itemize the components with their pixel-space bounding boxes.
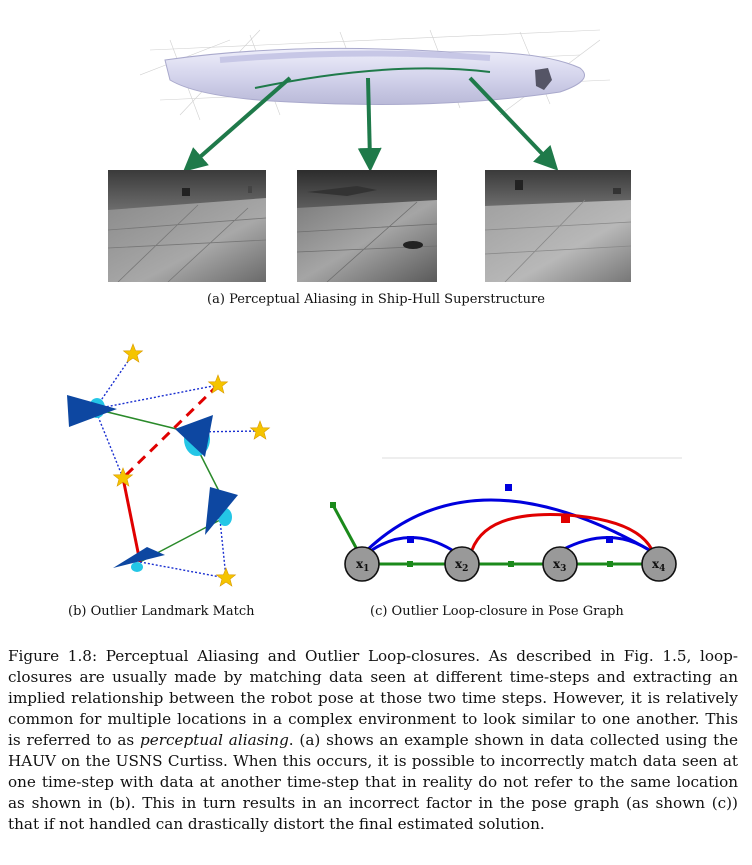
red-edge (121, 477, 142, 563)
pose-node-x1: x1 (344, 546, 380, 582)
arrows (182, 76, 559, 172)
svg-text:x4: x4 (652, 557, 665, 574)
arrow-middle (357, 77, 382, 172)
camera-image-1 (108, 170, 266, 282)
star-icon (216, 567, 236, 587)
arrow-left (182, 76, 292, 172)
svg-text:x1: x1 (356, 557, 369, 574)
loop-factor (505, 484, 512, 491)
star-icon (250, 420, 270, 440)
observation-edges (94, 353, 261, 579)
robot-pose-1 (67, 395, 117, 427)
svg-text:x3: x3 (553, 557, 566, 574)
pose-node-x3: x3 (542, 546, 578, 582)
caption-emphasis: perceptual aliasing (140, 731, 289, 749)
odom-factor (607, 561, 613, 567)
prior-factor (330, 502, 336, 508)
odom-factor (407, 561, 413, 567)
robot-pose-3 (205, 487, 238, 535)
panel-c-caption: (c) Outlier Loop-closure in Pose Graph (370, 604, 624, 619)
caption-lead: Figure 1.8: Perceptual Aliasing and Outl… (8, 647, 738, 749)
caption-tail: . (a) shows an example shown in data col… (8, 731, 738, 833)
panel-c-pose-graph: x1 x2 x3 x4 (330, 457, 682, 582)
robot-pose-2 (175, 415, 213, 457)
arrow-right (468, 76, 559, 171)
svg-text:x2: x2 (455, 557, 468, 574)
panel-a-caption: (a) Perceptual Aliasing in Ship-Hull Sup… (207, 292, 545, 307)
panel-b-caption: (b) Outlier Landmark Match (68, 604, 255, 619)
loop-closure-1-4 (360, 498, 659, 557)
pose-node-x2: x2 (444, 546, 480, 582)
odom-factor (508, 561, 514, 567)
figure-caption: Figure 1.8: Perceptual Aliasing and Outl… (8, 646, 738, 835)
prior-edge (332, 506, 362, 556)
outlier-match-edge (121, 383, 220, 480)
camera-image-3 (485, 170, 631, 282)
star-icon (123, 343, 143, 363)
robot-pose-4 (113, 547, 165, 568)
loop-factor (606, 536, 613, 543)
loop-factor (407, 536, 414, 543)
outlier-factor (561, 514, 570, 523)
pose-node-x4: x4 (641, 546, 677, 582)
robot-poses (67, 395, 238, 572)
camera-image-2 (297, 170, 437, 282)
panel-b-diagram (67, 343, 270, 587)
